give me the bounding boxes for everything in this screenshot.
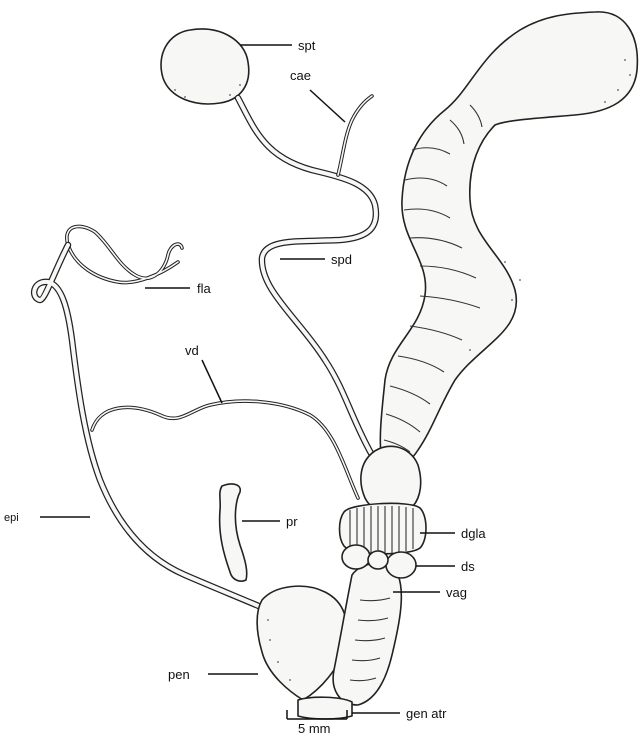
scale-bar-label: 5 mm [298,721,331,736]
label-fla: fla [197,281,212,296]
label-vag: vag [446,585,467,600]
genital-atrium [298,697,352,719]
penial-retractor [220,484,247,581]
label-cae: cae [290,68,311,83]
flagellum [67,226,182,282]
oviduct [380,12,637,467]
leader-vd [202,360,222,403]
label-epi: epi [4,512,19,524]
spermatheca [161,29,249,104]
leader-cae [310,90,345,122]
vas-deferens [92,401,358,498]
label-ds: ds [461,559,475,574]
label-vd: vd [185,343,199,358]
label-gen-atr: gen atr [406,706,447,721]
label-spt: spt [298,38,316,53]
label-pr: pr [286,514,298,529]
label-pen: pen [168,667,190,682]
vagina [333,564,401,705]
label-dgla: dgla [461,526,486,541]
label-spd: spd [331,252,352,267]
